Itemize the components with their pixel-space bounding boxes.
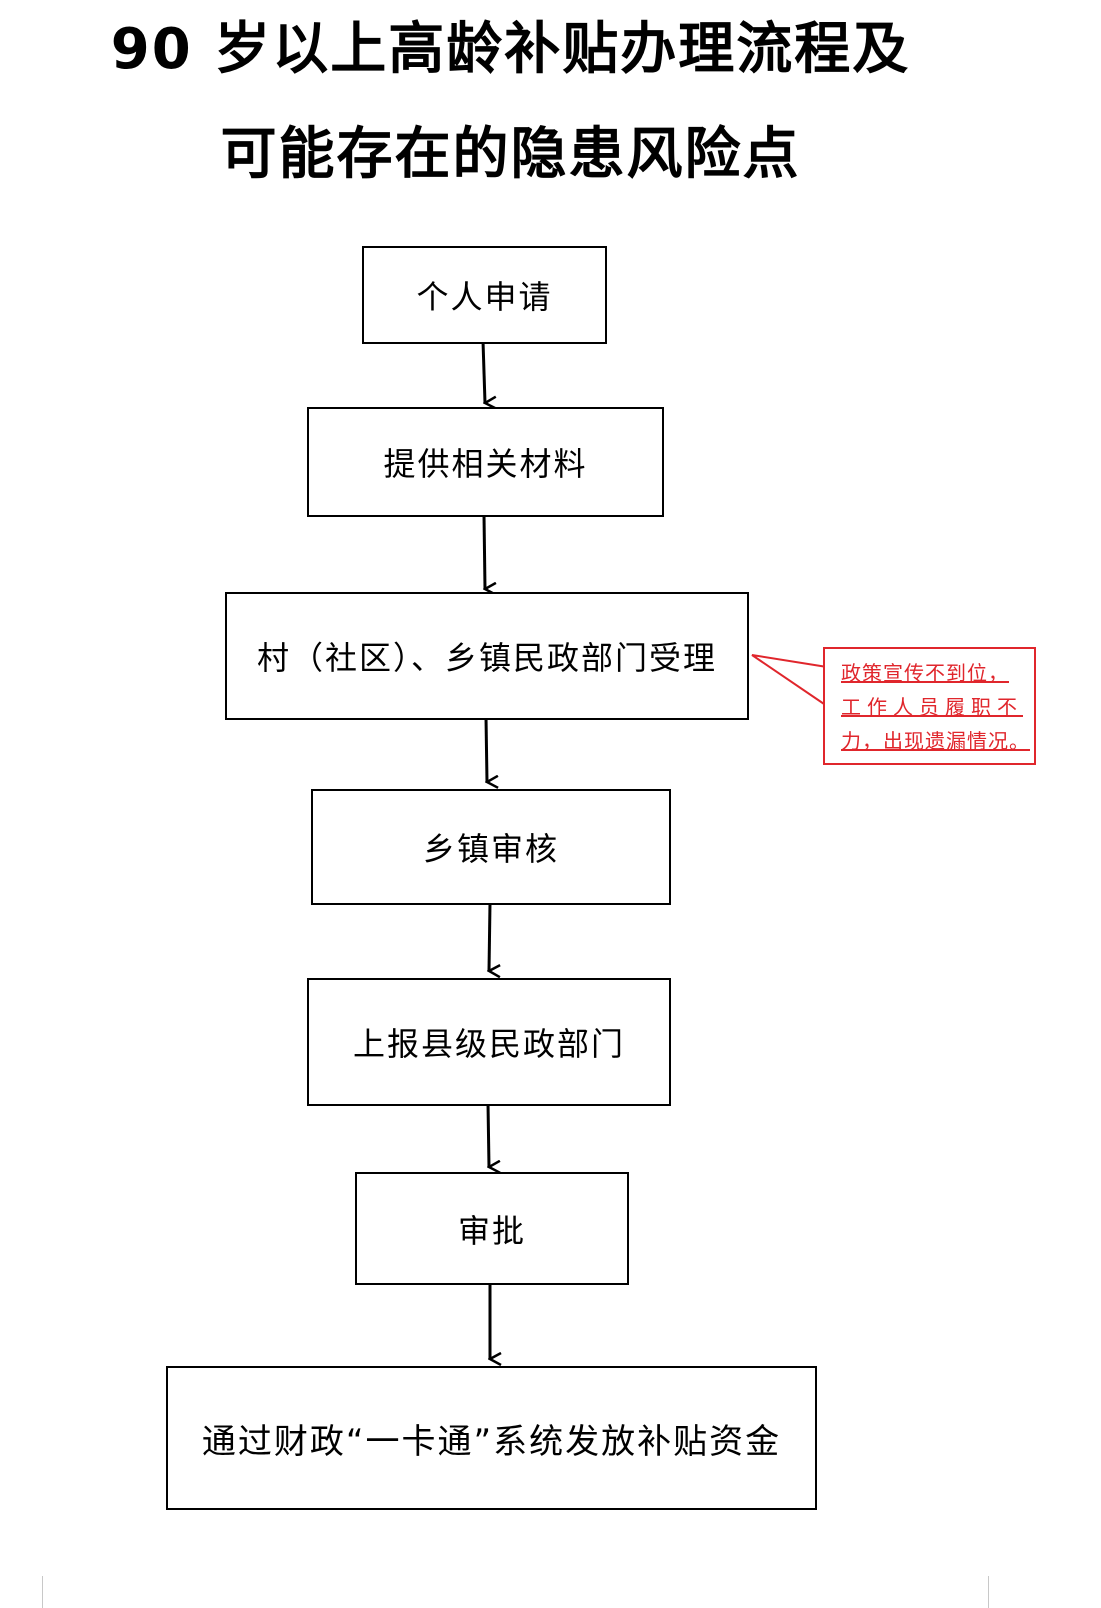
arrow-2: [482, 514, 485, 589]
risk-note-pointer: [751, 654, 828, 707]
page-corner-mark: [988, 1576, 1021, 1608]
risk-note: 政策宣传不到位， 工作人员履职不 力，出现遗漏情况。: [823, 647, 1036, 765]
arrow-3: [484, 716, 487, 782]
risk-note-line: 政策宣传不到位，: [841, 661, 1009, 685]
step-acceptance: 村（社区）、乡镇民政部门受理: [225, 592, 749, 720]
page-title-line1: 90 岁以上高龄补贴办理流程及: [110, 17, 911, 82]
arrow-5: [486, 1102, 489, 1167]
step-personal-application: 个人申请: [362, 246, 607, 344]
step-approval: 审批: [355, 1172, 629, 1285]
page-title-line2: 可能存在的隐患风险点: [220, 122, 801, 187]
step-report-county: 上报县级民政部门: [307, 978, 671, 1106]
risk-note-line: 工作人员履职不: [841, 695, 1023, 719]
risk-note-line: 力，出现遗漏情况。: [841, 729, 1030, 753]
step-provide-materials: 提供相关材料: [307, 407, 664, 517]
arrow-4: [489, 902, 490, 971]
page-corner-mark: [10, 1576, 43, 1608]
arrow-1: [481, 340, 485, 403]
step-township-review: 乡镇审核: [311, 789, 671, 905]
step-disburse-funds: 通过财政“一卡通”系统发放补贴资金: [166, 1366, 817, 1510]
